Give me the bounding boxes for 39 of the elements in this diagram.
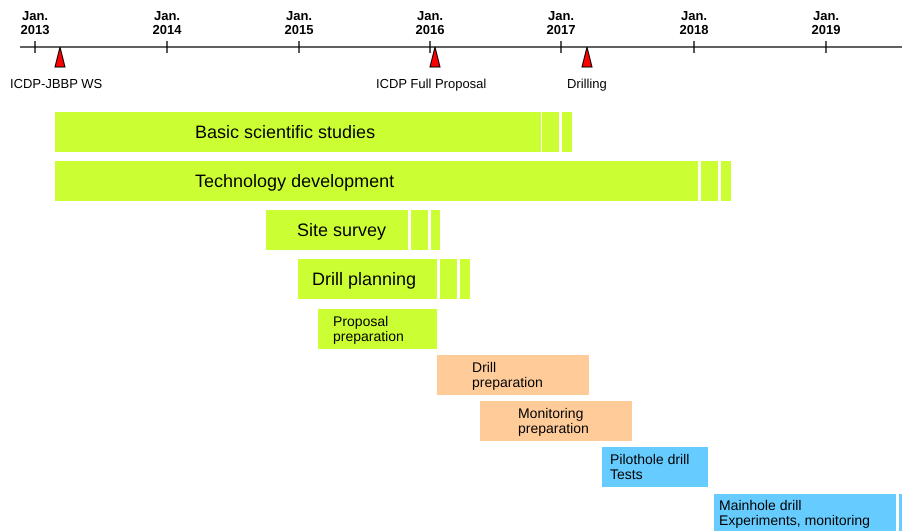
- year-tick-label: Jan. 2015: [284, 9, 314, 37]
- task-bar-extension: [411, 210, 428, 250]
- year-tick-label: Jan. 2016: [414, 9, 446, 37]
- task-label: Drill planning: [312, 269, 418, 289]
- task-bar-extension: [542, 112, 559, 152]
- task-label: Experiments, monitoring: [719, 512, 871, 528]
- task-bar: [602, 447, 708, 487]
- task-bar: [55, 112, 541, 152]
- year-tick-label: Jan. 2019: [810, 9, 842, 37]
- milestone-label: Drilling: [567, 76, 607, 91]
- year-tick-label: Jan. 2013: [20, 9, 50, 37]
- task-bar-extension: [440, 259, 457, 299]
- milestone-label: ICDP Full Proposal: [376, 76, 486, 91]
- milestone-label: ICDP-JBBP WS: [10, 76, 102, 91]
- task-bar: [266, 210, 408, 250]
- task-label: Proposal preparation: [333, 314, 405, 344]
- task-label: Drill preparation: [472, 360, 544, 390]
- task-label: Pilothole drill: [610, 452, 690, 467]
- task-bar-extension: [562, 112, 572, 152]
- year-tick-label: Jan. 2017: [546, 9, 576, 37]
- task-label: Site survey: [297, 220, 388, 240]
- task-bar: [318, 309, 437, 349]
- task-label: Technology development: [195, 171, 396, 191]
- task-label: Monitoring preparation: [518, 406, 590, 436]
- year-tick-label: Jan. 2014: [152, 9, 182, 37]
- task-bar-extension: [701, 161, 718, 201]
- task-bar: [714, 494, 896, 531]
- task-bar: [437, 355, 589, 395]
- year-tick-label: Jan. 2018: [678, 9, 710, 37]
- task-bar-extension: [460, 259, 470, 299]
- task-bar-extension: [899, 494, 902, 531]
- task-label: Tests: [610, 467, 644, 482]
- task-bar-extension: [721, 161, 731, 201]
- task-label: Basic scientific studies: [195, 122, 376, 142]
- task-bar-extension: [431, 210, 440, 250]
- task-bar: [480, 401, 632, 441]
- task-label: Mainhole drill: [719, 498, 802, 512]
- task-bar: [298, 259, 437, 299]
- task-bar: [55, 161, 698, 201]
